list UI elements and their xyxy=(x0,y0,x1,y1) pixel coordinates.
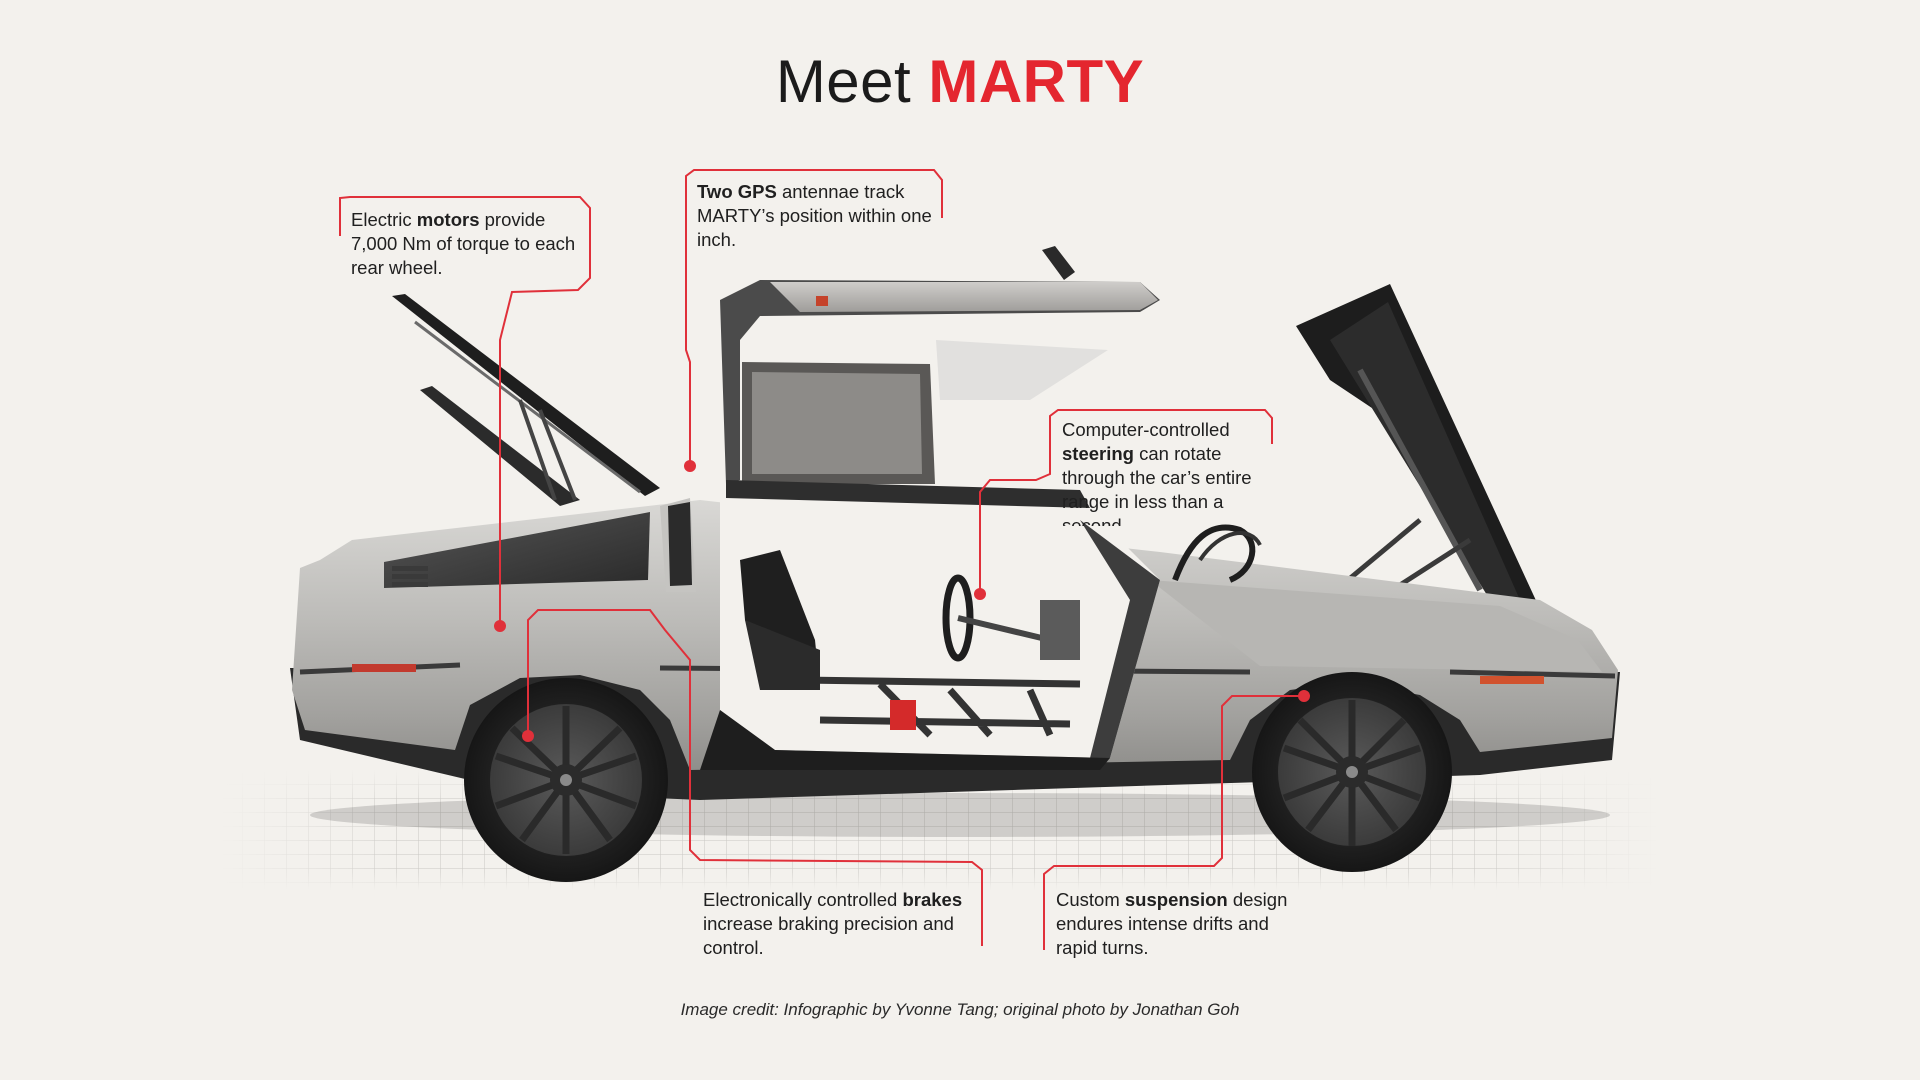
callout-motors-pre: Electric xyxy=(351,209,417,230)
front-cables xyxy=(1172,524,1262,583)
front-wheel xyxy=(1252,672,1452,872)
callout-motors-bold: motors xyxy=(416,209,480,230)
callout-motors: Electric motors provide 7,000 Nm of torq… xyxy=(351,208,591,280)
callout-motors-post: provide 7,000 Nm of torque to each rear … xyxy=(351,209,576,278)
callout-dots xyxy=(494,460,1310,742)
callout-suspension-bold: suspension xyxy=(1124,889,1228,910)
title-highlight: MARTY xyxy=(928,48,1145,115)
callout-steering: Computer-controlled steering can rotate … xyxy=(1062,418,1272,526)
callout-lines xyxy=(339,169,1302,950)
callout-gps: Two GPS antennae track MARTY’s position … xyxy=(697,180,947,252)
callout-steering-pre: Computer-controlled xyxy=(1062,419,1230,440)
callout-gps-bold: Two GPS xyxy=(697,181,777,202)
callout-steering-post: can rotate through the car’s entire rang… xyxy=(1062,443,1252,526)
callout-brakes-bold: brakes xyxy=(902,889,963,910)
engine-cover xyxy=(392,294,660,506)
callout-brakes: Electronically controlled brakes increas… xyxy=(703,888,983,960)
callout-suspension: Custom suspension design endures intense… xyxy=(1056,888,1296,960)
callout-steering-bold: steering xyxy=(1062,443,1134,464)
gullwing-door xyxy=(720,246,1160,508)
callout-gps-post: antennae track MARTY’s position within o… xyxy=(697,181,932,250)
rear-wheel xyxy=(464,678,668,882)
callout-brakes-pre: Electronically controlled xyxy=(703,889,903,910)
cabin-opening xyxy=(700,486,1160,770)
callout-brakes-post: increase braking precision and control. xyxy=(703,913,954,958)
callout-suspension-pre: Custom xyxy=(1056,889,1125,910)
image-credit: Image credit: Infographic by Yvonne Tang… xyxy=(680,1000,1240,1019)
callout-suspension-post: design endures intense drifts and rapid … xyxy=(1056,889,1288,958)
title-prefix: Meet xyxy=(775,48,912,115)
page-title: Meet MARTY xyxy=(0,52,1920,112)
